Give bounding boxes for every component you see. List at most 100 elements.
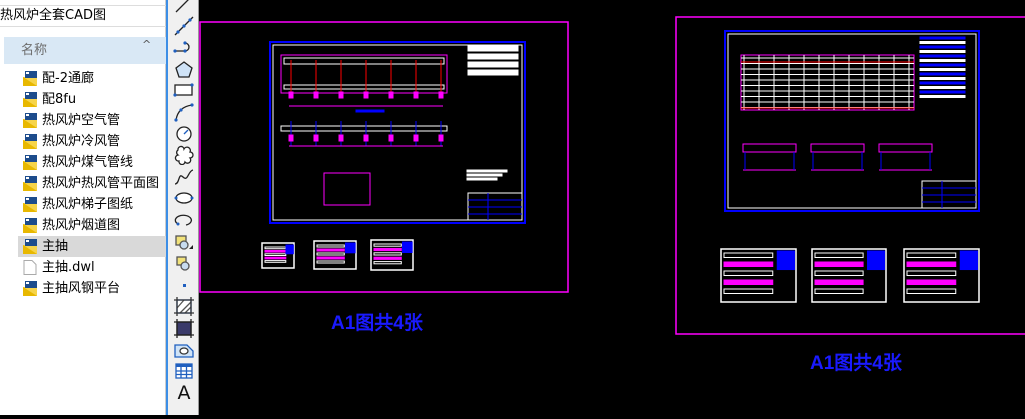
list-item-label: 主抽风钢平台 — [42, 281, 121, 296]
section-outline — [323, 172, 371, 206]
thumbnail-detail — [906, 270, 957, 276]
list-item[interactable]: 热风炉烟道图 — [18, 215, 166, 236]
material-table-row — [919, 90, 966, 94]
spline-icon[interactable] — [172, 167, 196, 187]
material-table-row — [467, 69, 519, 76]
material-table-row — [919, 77, 966, 80]
dwg-file-icon — [23, 197, 37, 212]
construction-line-icon[interactable] — [172, 16, 196, 36]
thumbnail-detail — [814, 279, 864, 285]
column-base — [388, 134, 394, 142]
circle-icon[interactable] — [172, 124, 196, 144]
hatch-icon[interactable] — [172, 296, 196, 317]
material-table-row — [919, 36, 966, 40]
make-block-icon[interactable] — [172, 253, 196, 273]
column-header-name[interactable]: 名称^ — [4, 37, 166, 64]
thumbnail-detail — [316, 244, 345, 248]
cad-drawing-canvas[interactable]: A1图共4张 A1图共4张 — [199, 0, 1025, 415]
list-item[interactable]: 配8fu — [18, 89, 166, 110]
column-base — [338, 91, 344, 99]
thumbnail-detail — [814, 288, 864, 294]
list-item-label: 主抽.dwl — [42, 260, 95, 275]
model-frame — [675, 16, 1025, 335]
rectangle-icon[interactable] — [172, 80, 196, 100]
list-item[interactable]: 配-2通廊 — [18, 68, 166, 89]
sheet-border — [269, 41, 526, 224]
list-item[interactable]: 热风炉冷风管 — [18, 131, 166, 152]
thumbnail-detail — [373, 261, 402, 265]
draw-toolbar: A — [166, 0, 199, 415]
list-item[interactable]: 热风炉煤气管线 — [18, 152, 166, 173]
list-item[interactable]: 主抽.dwl — [18, 257, 166, 278]
view-title — [355, 109, 385, 113]
arc-icon[interactable] — [172, 102, 196, 122]
material-table-row — [467, 53, 519, 60]
note-line — [466, 173, 503, 177]
thumbnail-detail — [316, 248, 345, 252]
thumbnail-detail — [373, 256, 402, 260]
insert-block-icon[interactable] — [172, 232, 196, 252]
region-icon[interactable] — [172, 340, 196, 360]
ellipse-icon[interactable] — [172, 188, 196, 208]
list-item[interactable]: 热风炉梯子图纸 — [18, 194, 166, 215]
point-icon[interactable] — [172, 275, 196, 295]
list-item[interactable]: 热风炉热风管平面图 — [18, 173, 166, 194]
polyline-icon[interactable] — [172, 37, 196, 57]
list-item[interactable]: 热风炉空气管 — [18, 110, 166, 131]
thumbnail-block — [345, 242, 356, 254]
list-item[interactable]: 主抽 — [18, 236, 166, 257]
column-base — [313, 91, 319, 99]
column-base — [313, 134, 319, 142]
section-frame — [742, 143, 797, 153]
thumbnail-detail — [373, 243, 402, 247]
list-item-label: 热风炉空气管 — [42, 113, 121, 128]
thumbnail-detail — [316, 252, 345, 256]
right-drawing-set — [675, 16, 1025, 335]
sheet-inner-border — [727, 33, 977, 209]
thumbnail-block — [402, 241, 413, 253]
table-icon[interactable] — [172, 361, 196, 381]
list-item[interactable]: 主抽风钢平台 — [18, 278, 166, 299]
thumbnail-detail — [723, 288, 774, 294]
list-item-label: 热风炉烟道图 — [42, 218, 121, 233]
material-table-row — [467, 61, 519, 68]
list-item-label: 热风炉热风管平面图 — [42, 176, 160, 191]
gradient-icon[interactable] — [172, 318, 196, 338]
thumbnail-block — [959, 250, 978, 271]
folder-path: 热风炉全套CAD图 — [0, 5, 166, 27]
thumbnail-detail — [723, 270, 774, 276]
thumbnail-detail — [906, 288, 957, 294]
plan-beam — [283, 57, 445, 65]
column-base — [288, 134, 294, 142]
material-table-row — [919, 45, 966, 49]
ellipse-arc-icon[interactable] — [172, 210, 196, 230]
plan-outline — [280, 54, 448, 94]
right-group-label: A1图共4张 — [810, 353, 902, 374]
column-base — [288, 91, 294, 99]
thumbnail-detail — [264, 256, 287, 260]
plan-beam — [283, 84, 445, 90]
sheet-inner-border — [272, 44, 523, 221]
column-base — [413, 91, 419, 99]
thumbnail-block — [776, 250, 795, 271]
thumbnail-detail — [373, 252, 402, 256]
material-table-row — [919, 95, 966, 98]
multiline-text-icon[interactable]: A — [172, 382, 196, 404]
thumbnail-detail — [906, 279, 957, 285]
section-frame — [878, 143, 933, 153]
material-table-row — [919, 54, 966, 58]
sheet-border — [724, 30, 980, 212]
material-table-row — [919, 63, 966, 67]
revision-cloud-icon[interactable] — [172, 145, 196, 166]
column-base — [338, 134, 344, 142]
polygon-icon[interactable] — [172, 59, 196, 79]
file-icon — [23, 260, 37, 275]
list-item-label: 热风炉冷风管 — [42, 134, 121, 149]
elevation-beam — [280, 125, 448, 132]
left-drawing-set — [199, 21, 569, 293]
column-base — [438, 91, 444, 99]
line-icon[interactable] — [172, 0, 196, 14]
dwg-file-icon — [23, 239, 37, 254]
column-base — [388, 91, 394, 99]
model-frame — [199, 21, 569, 293]
